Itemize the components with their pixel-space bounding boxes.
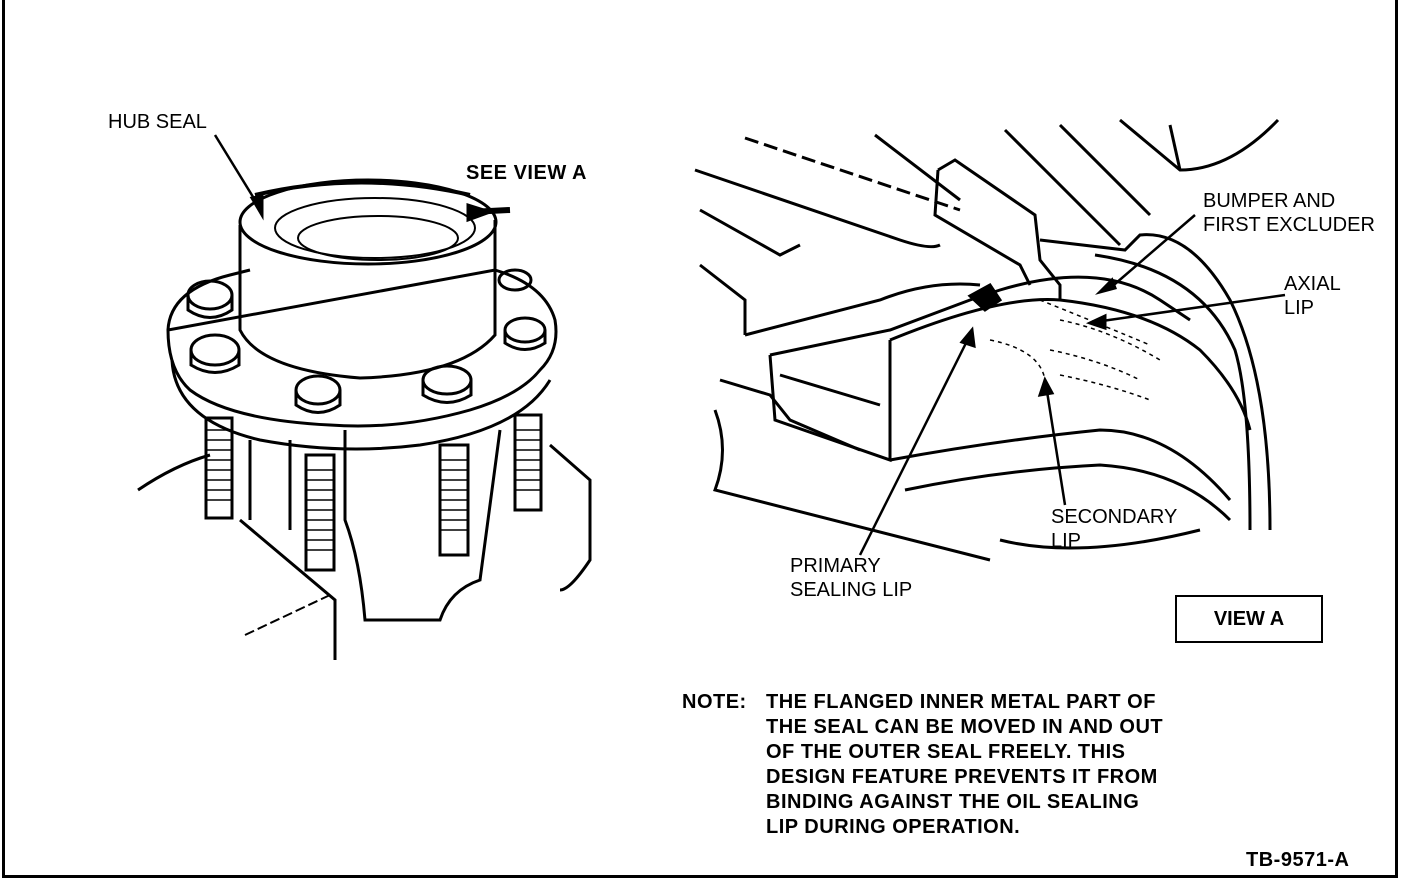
label-see-view-a: SEE VIEW A [466, 162, 587, 184]
note-line: THE SEAL CAN BE MOVED IN AND OUT [766, 716, 1164, 738]
label-secondary-line1: SECONDARY [1051, 506, 1178, 528]
note-line: DESIGN FEATURE PREVENTS IT FROM [766, 766, 1158, 788]
view-a-box: VIEW A [1175, 595, 1323, 643]
label-secondary-line2: LIP [1051, 530, 1082, 552]
label-bumper-line2: FIRST EXCLUDER [1203, 214, 1375, 236]
label-hub-seal: HUB SEAL [108, 111, 207, 133]
note-line: LIP DURING OPERATION. [766, 816, 1021, 838]
label-axial-line1: AXIAL [1284, 273, 1341, 295]
note-line: BINDING AGAINST THE OIL SEALING [766, 791, 1140, 813]
label-primary-line2: SEALING LIP [790, 579, 913, 601]
view-a-label: VIEW A [1213, 607, 1285, 630]
label-primary-line1: PRIMARY [790, 555, 881, 577]
note-line: OF THE OUTER SEAL FREELY. THIS [766, 741, 1126, 763]
label-bumper-line1: BUMPER AND [1203, 190, 1336, 212]
figure-id: TB-9571-A [1246, 849, 1350, 871]
note-line: THE FLANGED INNER METAL PART OF [766, 691, 1156, 713]
label-axial-line2: LIP [1284, 297, 1315, 319]
note-head: NOTE: [682, 691, 747, 713]
